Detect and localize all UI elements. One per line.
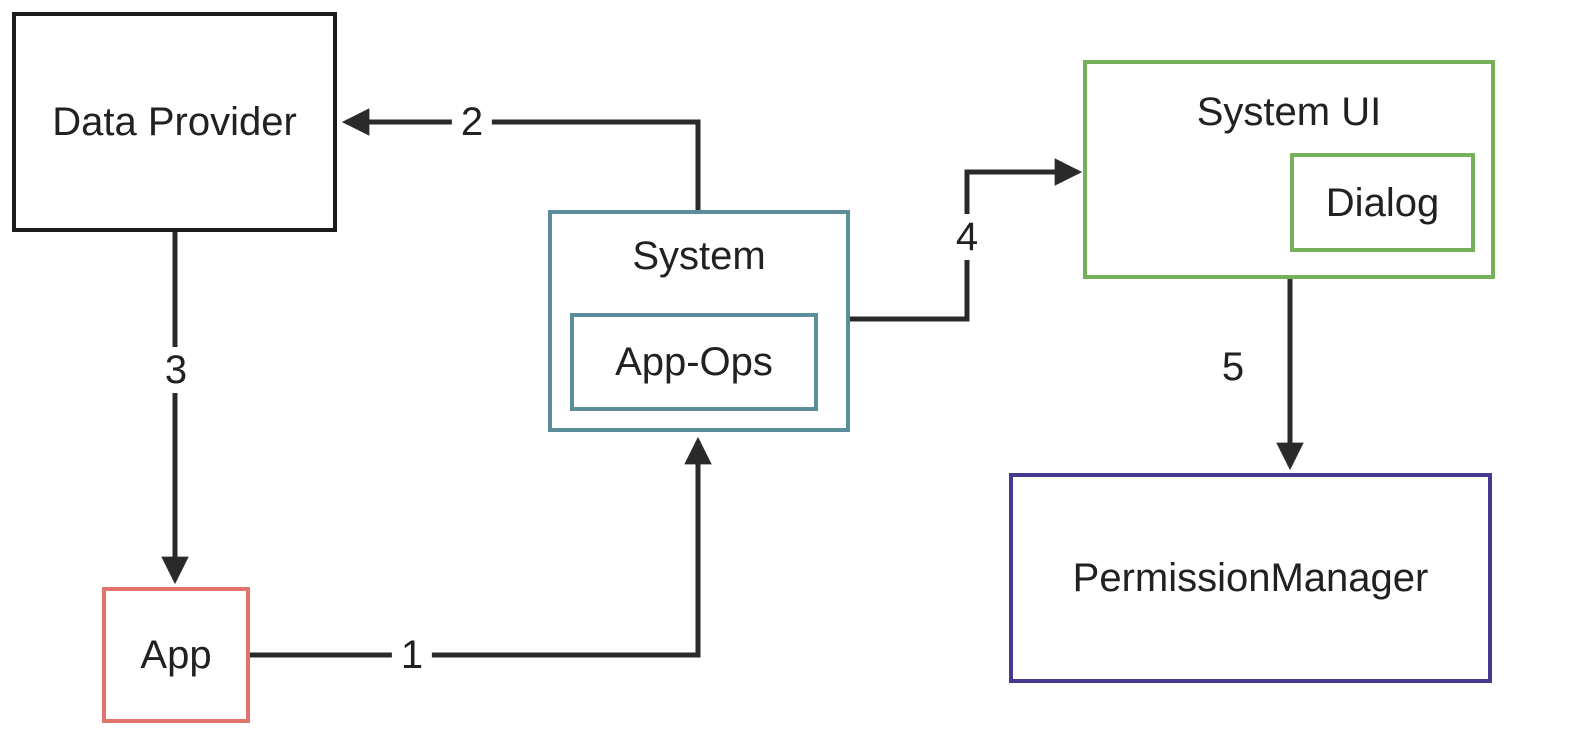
node-app: App: [102, 587, 250, 723]
node-dialog-label: Dialog: [1325, 180, 1440, 225]
node-data-provider-label: Data Provider: [52, 100, 297, 144]
edge-2-label: 2: [451, 99, 493, 145]
node-permission-manager: PermissionManager: [1009, 473, 1492, 683]
node-app-label: App: [140, 633, 212, 677]
edge-3-label: 3: [155, 347, 197, 393]
edge-1-label: 1: [391, 632, 433, 678]
edge-2-arrow-system-to-data-provider: [341, 108, 701, 210]
node-data-provider: Data Provider: [12, 12, 337, 232]
node-app-ops-label: App-Ops: [615, 340, 773, 384]
node-dialog: Dialog: [1290, 153, 1475, 252]
node-app-ops: App-Ops: [570, 313, 818, 411]
node-system-label: System: [632, 234, 766, 278]
edge-4-label: 4: [946, 214, 988, 260]
node-system-ui-label: System UI: [1196, 90, 1382, 134]
node-permission-manager-label: PermissionManager: [1072, 556, 1429, 600]
edge-1-arrow-app-to-system: [250, 436, 712, 658]
edge-5-label: 5: [1212, 344, 1254, 390]
